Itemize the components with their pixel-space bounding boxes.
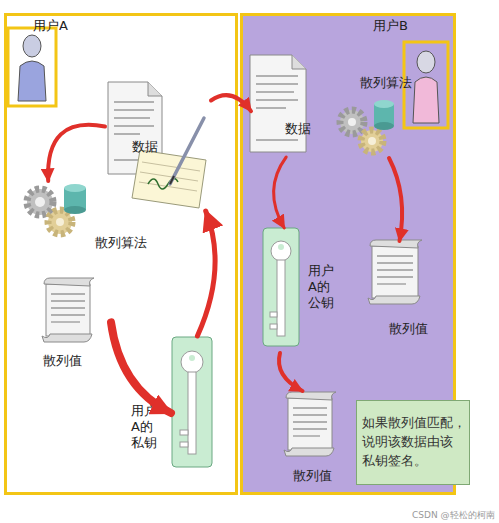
panel-heading: 用户B xyxy=(373,18,433,34)
flow-arrow xyxy=(197,211,215,336)
key-icon xyxy=(172,337,212,467)
flow-arrow xyxy=(389,158,402,241)
flow-arrow xyxy=(111,322,171,413)
figure-node: 散列值 xyxy=(368,241,438,341)
figure-node: 散列算法 xyxy=(21,181,181,256)
hash-value-icon xyxy=(42,278,94,342)
figure-node: 用户A的私钥 xyxy=(171,336,219,476)
hash-gears-icon xyxy=(340,100,394,152)
node-label: 散列值 xyxy=(43,353,103,369)
figure-node: 数据 xyxy=(251,55,339,157)
node-label: 散列算法 xyxy=(95,235,175,251)
figure-node: 散列算法 xyxy=(341,73,421,158)
node-label: 数据 xyxy=(132,139,172,155)
figure-node: 如果散列值匹配， 说明该数据由该 私钥签名。 xyxy=(356,400,470,485)
node-label: 散列算法 xyxy=(360,75,430,91)
hash-value-icon xyxy=(368,240,422,304)
figure-node: 数据 xyxy=(105,81,211,211)
hash-value-icon xyxy=(284,392,336,456)
document-icon xyxy=(108,82,206,208)
flow-arrow xyxy=(279,353,303,391)
node-label: 数据 xyxy=(285,121,325,137)
document-icon xyxy=(250,55,306,152)
node-label: 用户A的公钥 xyxy=(308,263,338,311)
flow-arrow xyxy=(48,125,105,181)
flow-arrow xyxy=(274,157,287,228)
flow-arrow xyxy=(211,95,251,111)
user-icon xyxy=(404,42,448,128)
node-label: 如果散列值匹配， 说明该数据由该 私钥签名。 xyxy=(362,413,468,470)
figure-node: 用户A的公钥 xyxy=(263,228,348,353)
figure-node: 散列值 xyxy=(283,391,348,488)
node-label: 用户A的私钥 xyxy=(131,403,161,451)
user-icon xyxy=(8,28,56,106)
node-label: 散列值 xyxy=(389,321,439,337)
user-panel: 用户B数据散列算法散列值用户A的公钥散列值如果散列值匹配， 说明该数据由该 私钥… xyxy=(240,13,456,495)
node-label: 散列值 xyxy=(293,468,343,484)
key-icon xyxy=(263,228,299,346)
watermark: CSDN @轻松的柯南 xyxy=(412,509,495,522)
hash-gears-icon xyxy=(27,184,86,234)
panel-heading: 用户A xyxy=(33,18,93,34)
figure-node: 散列值 xyxy=(41,281,111,373)
